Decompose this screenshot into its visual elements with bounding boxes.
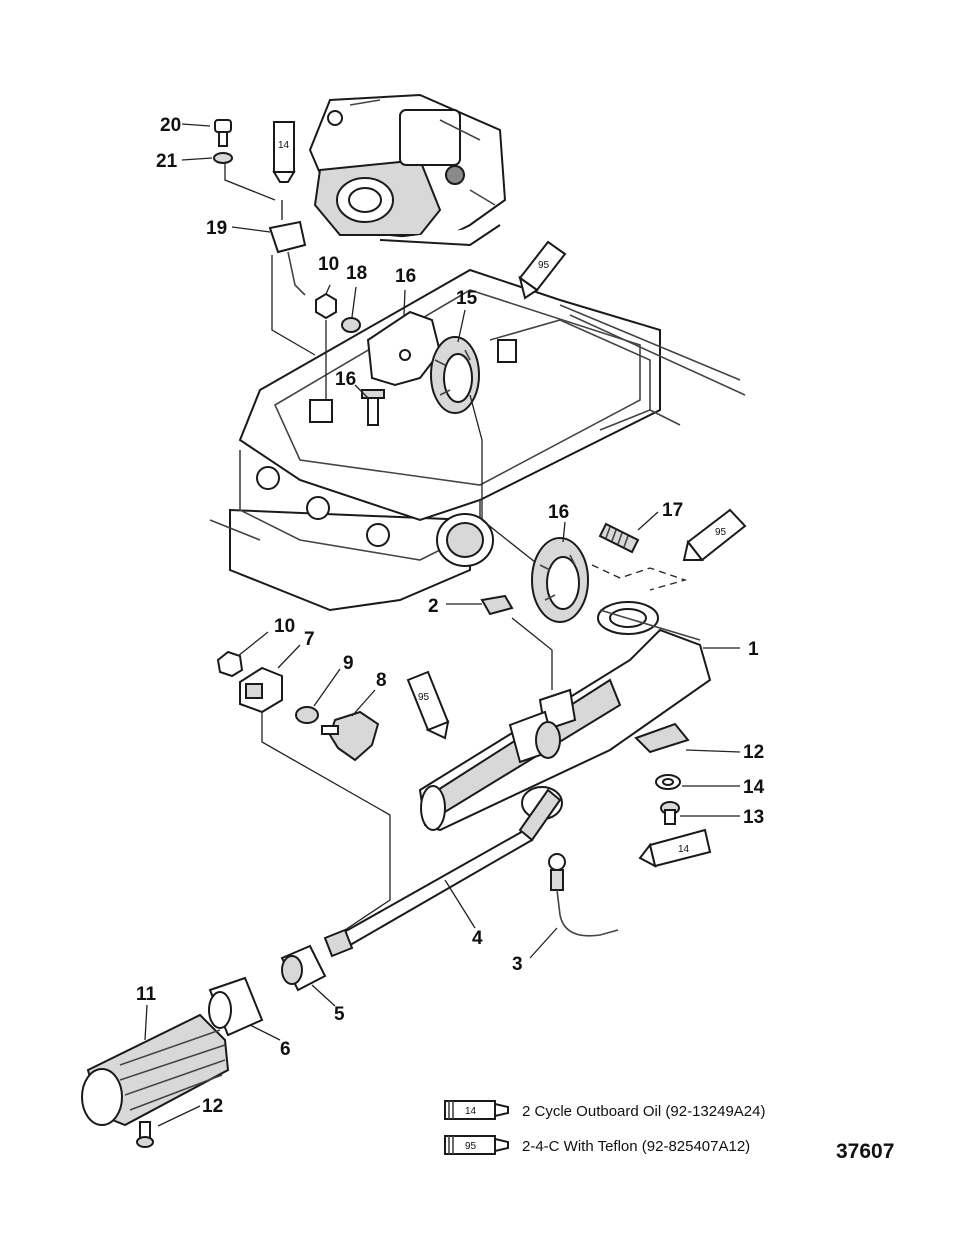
nut-10-lower (216, 650, 244, 678)
bushing-5 (280, 944, 327, 992)
link-rod (469, 394, 546, 571)
callout-13: 12 (743, 742, 764, 763)
callout-7: 7 (304, 629, 315, 650)
legend-text-95: 2-4-C With Teflon (92-825407A12) (522, 1138, 750, 1155)
svg-text:95: 95 (715, 527, 727, 538)
washer-20 (341, 317, 361, 333)
lube-tube-lower-right: 14 (638, 828, 712, 868)
washer-9 (295, 706, 319, 724)
screw-14 (660, 801, 680, 825)
callout-10-upper: 10 (318, 254, 339, 275)
callout-20: 18 (346, 263, 367, 284)
callout-15: 14 (743, 777, 765, 798)
callout-8: 8 (376, 670, 387, 691)
legend: 14 2 Cycle Outboard Oil (92-13249A24) 95… (444, 1100, 765, 1155)
cam-plate-hole (399, 349, 411, 361)
clip-2 (480, 594, 514, 616)
legend-code-95: 95 (465, 1141, 477, 1152)
svg-text:95: 95 (538, 260, 550, 271)
throttle-cable-3 (548, 853, 619, 937)
lube-tube-top-center: 95 (518, 240, 567, 300)
callout-16-lower: 16 (548, 502, 569, 523)
callout-19: 17 (662, 500, 683, 521)
callout-9: 9 (343, 653, 354, 674)
callout-5: 5 (334, 1004, 345, 1025)
callout-22: 20 (160, 115, 181, 136)
assembly-line-spring (591, 564, 688, 591)
callout-12: 12 (202, 1096, 223, 1117)
washer-15-hole (662, 778, 674, 786)
lube-tube-center: 95 (406, 670, 450, 740)
legend-item-14: 14 2 Cycle Outboard Oil (92-13249A24) (444, 1100, 765, 1120)
nut-10-upper (315, 292, 337, 320)
callout-10-lower: 10 (274, 616, 295, 637)
bushing-6 (208, 976, 264, 1037)
friction-plate-13 (634, 722, 690, 754)
friction-knob-8 (321, 710, 380, 762)
callout-17: 16 (335, 369, 356, 390)
svg-text:14: 14 (278, 140, 290, 151)
svg-text:95: 95 (418, 692, 430, 703)
gear-lower (531, 537, 589, 623)
callout-6: 6 (280, 1039, 291, 1060)
throttle-cam-plate (366, 310, 442, 387)
callout-18: 16 (395, 266, 416, 287)
callout-16-upper: 15 (456, 288, 478, 309)
callout-2: 2 (428, 596, 439, 617)
friction-block-7 (239, 666, 283, 714)
callout-21: 19 (206, 218, 227, 239)
handle-grip-11 (81, 1013, 230, 1127)
assembly-line-clip (511, 617, 553, 690)
tiller-handle (418, 601, 712, 832)
callout-4: 4 (472, 928, 483, 949)
legend-item-95: 95 2-4-C With Teflon (92-825407A12) (444, 1135, 750, 1155)
assembly-line-block (261, 712, 391, 941)
lube-tube-right: 95 (682, 508, 747, 562)
throttle-shaft-4 (323, 786, 563, 958)
callout-23: 21 (156, 151, 178, 172)
assembly-line-rod (271, 255, 316, 356)
legend-code-14: 14 (465, 1106, 477, 1117)
washer-23 (213, 152, 233, 164)
adaptor-plate (209, 268, 746, 612)
gear-upper (430, 336, 480, 414)
screw-12 (136, 1121, 154, 1148)
svg-text:14: 14 (678, 844, 690, 855)
legend-text-14: 2 Cycle Outboard Oil (92-13249A24) (522, 1103, 765, 1120)
spring-19 (598, 522, 640, 554)
callout-3: 3 (512, 954, 523, 975)
screw-22 (214, 119, 232, 147)
carburetor (308, 93, 507, 247)
figure-id: 37607 (836, 1140, 894, 1163)
link-rod-bracket (268, 200, 307, 296)
callout-11: 11 (136, 984, 157, 1005)
assembly-line-washer (224, 162, 276, 201)
screw-17 (361, 389, 385, 426)
lube-tube-top-left: 14 (272, 121, 296, 183)
callout-1: 1 (748, 639, 759, 660)
callout-14: 13 (743, 807, 764, 828)
